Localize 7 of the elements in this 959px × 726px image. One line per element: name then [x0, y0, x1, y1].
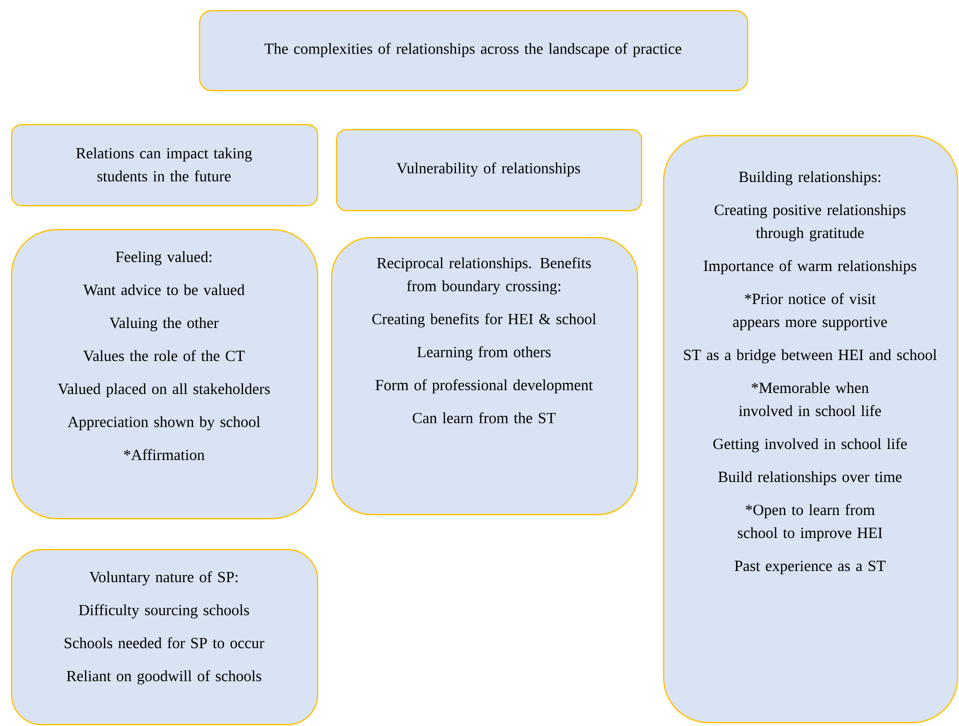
theme-box: Voluntary nature of SP: Difficulty sourcing schools Schools needed for SP to occur Reliant on goodwill of schools: [11, 549, 318, 726]
title-box: The complexities of relationships across the landscape of practice: [199, 10, 748, 92]
theme-box: Reciprocal relationships. Benefits from boundary crossing: Creating benefits for HEI & school Learning from others Form of professional development Can learn from the ST: [331, 237, 638, 516]
theme-box: Relations can impact taking students in the future: [11, 124, 318, 206]
theme-box: Building relationships: Creating positive relationships through gratitude Importance of warm relationships *Prior notice of visit appears more supportive ST as a bridge between HEI and school *Memorable when involved in school life Getting involved in school life Build relationships over time *Open to learn from school to improve HEI Past experience as a ST: [663, 135, 958, 724]
theme-box: Vulnerability of relationships: [336, 129, 642, 212]
theme-box: Feeling valued: Want advice to be valued Valuing the other Values the role of the CT Valued placed on all stakeholders Appreciation shown by school *Affirmation: [11, 229, 318, 520]
